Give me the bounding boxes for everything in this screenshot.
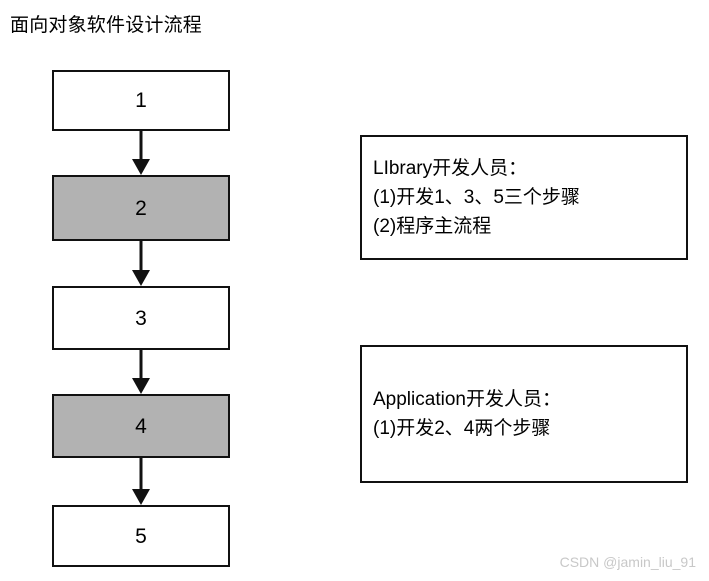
flow-arrow-1: [129, 131, 153, 175]
flow-step-1[interactable]: 1: [52, 70, 230, 131]
flow-step-5[interactable]: 5: [52, 505, 230, 567]
flow-step-4[interactable]: 4: [52, 394, 230, 458]
flow-arrow-3: [129, 350, 153, 394]
note-library-line-3: (2)程序主流程: [373, 216, 492, 237]
page-title: 面向对象软件设计流程: [10, 15, 203, 36]
flow-step-1-label: 1: [135, 89, 147, 112]
flow-step-2[interactable]: 2: [52, 175, 230, 241]
flow-step-2-label: 2: [135, 196, 147, 220]
flow-arrow-4: [129, 458, 153, 505]
flow-step-4-label: 4: [135, 414, 147, 438]
note-library-line-2: (1)开发1、3、5三个步骤: [373, 187, 580, 208]
note-box-library[interactable]: LIbrary开发人员： (1)开发1、3、5三个步骤 (2)程序主流程: [360, 135, 688, 260]
note-library-line-1: LIbrary开发人员：: [373, 158, 528, 179]
flow-step-3-label: 3: [135, 306, 147, 330]
note-application-line-1: Application开发人员：: [373, 389, 561, 410]
flow-arrow-2: [129, 241, 153, 286]
flow-step-3[interactable]: 3: [52, 286, 230, 350]
note-application-line-2: (1)开发2、4两个步骤: [373, 418, 551, 439]
note-box-application[interactable]: Application开发人员： (1)开发2、4两个步骤: [360, 345, 688, 483]
watermark: CSDN @jamin_liu_91: [559, 554, 696, 570]
flow-step-5-label: 5: [135, 524, 147, 548]
